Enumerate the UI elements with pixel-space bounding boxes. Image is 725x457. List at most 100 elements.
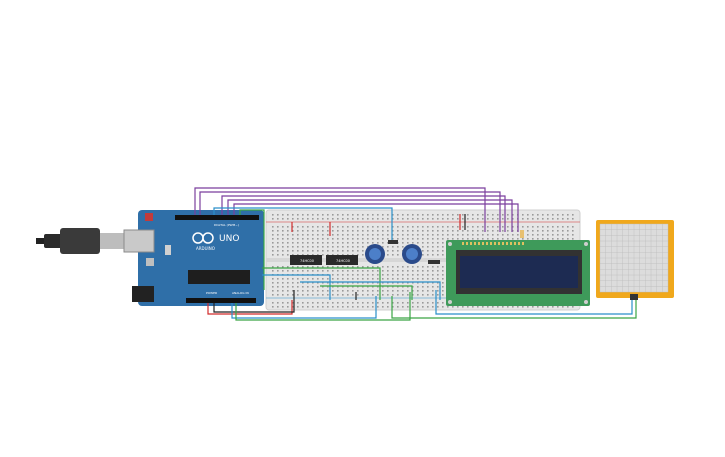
breadboard-hole bbox=[312, 278, 314, 280]
breadboard-hole bbox=[452, 218, 454, 220]
wire-green[interactable] bbox=[391, 296, 637, 319]
breadboard-hole bbox=[442, 250, 444, 252]
breadboard-hole bbox=[477, 230, 479, 232]
usb-cable-strain bbox=[44, 234, 62, 248]
wire-blue[interactable] bbox=[262, 274, 331, 300]
wire-blue[interactable] bbox=[300, 281, 441, 300]
breadboard-center-channel bbox=[266, 258, 580, 262]
wire-black[interactable] bbox=[213, 290, 295, 313]
breadboard-hole bbox=[402, 226, 404, 228]
breadboard-hole bbox=[322, 218, 324, 220]
chip-1[interactable]: 74HC00 bbox=[290, 255, 322, 265]
breadboard-hole bbox=[272, 278, 274, 280]
breadboard-hole bbox=[357, 274, 359, 276]
breadboard-hole bbox=[442, 226, 444, 228]
breadboard-hole bbox=[327, 266, 329, 268]
breadboard-hole bbox=[342, 238, 344, 240]
lcd-pin bbox=[518, 242, 520, 245]
arduino-uno[interactable]: ARDUINO UNO DIGITAL (PWM~) POWER ANALOG … bbox=[123, 210, 264, 306]
wire-blue[interactable] bbox=[231, 296, 377, 319]
breadboard-hole bbox=[367, 242, 369, 244]
breadboard-hole bbox=[482, 218, 484, 220]
breadboard-hole bbox=[412, 290, 414, 292]
breadboard-hole bbox=[327, 214, 329, 216]
breadboard-hole bbox=[287, 302, 289, 304]
breadboard-hole bbox=[432, 266, 434, 268]
sensor-module[interactable] bbox=[596, 220, 674, 300]
breadboard-hole bbox=[367, 226, 369, 228]
breadboard-hole bbox=[307, 302, 309, 304]
lcd-16x2[interactable] bbox=[446, 240, 590, 306]
breadboard-hole bbox=[417, 234, 419, 236]
breadboard-hole bbox=[352, 266, 354, 268]
breadboard-hole bbox=[382, 230, 384, 232]
breadboard-hole bbox=[272, 254, 274, 256]
breadboard-hole bbox=[302, 286, 304, 288]
breadboard-hole bbox=[382, 246, 384, 248]
potentiometer-1[interactable] bbox=[365, 244, 385, 264]
wire-green[interactable] bbox=[262, 267, 381, 300]
sensor-connector bbox=[630, 294, 638, 300]
breadboard-hole bbox=[292, 302, 294, 304]
wire-green[interactable] bbox=[235, 292, 411, 321]
breadboard-hole bbox=[327, 294, 329, 296]
breadboard-hole bbox=[447, 234, 449, 236]
breadboard-hole bbox=[392, 306, 394, 308]
breadboard-hole bbox=[372, 234, 374, 236]
wire-purple[interactable] bbox=[199, 191, 501, 232]
breadboard-hole bbox=[377, 302, 379, 304]
lcd-pin bbox=[522, 242, 524, 245]
wire-purple[interactable] bbox=[194, 187, 486, 232]
breadboard-hole bbox=[292, 306, 294, 308]
breadboard-hole bbox=[337, 270, 339, 272]
breadboard-hole bbox=[312, 242, 314, 244]
breadboard-hole bbox=[562, 218, 564, 220]
reset-button[interactable] bbox=[145, 213, 153, 221]
breadboard-hole bbox=[412, 242, 414, 244]
breadboard-hole bbox=[437, 214, 439, 216]
breadboard-hole bbox=[342, 234, 344, 236]
breadboard-hole bbox=[342, 302, 344, 304]
wire-green[interactable] bbox=[239, 209, 265, 290]
breadboard-hole bbox=[512, 230, 514, 232]
breadboard-hole bbox=[462, 214, 464, 216]
breadboard-hole bbox=[322, 226, 324, 228]
chip-2[interactable]: 74HC00 bbox=[326, 255, 358, 265]
breadboard-hole bbox=[397, 286, 399, 288]
breadboard-hole bbox=[372, 286, 374, 288]
breadboard-hole bbox=[362, 278, 364, 280]
wire-green[interactable] bbox=[320, 285, 413, 300]
breadboard-hole bbox=[307, 290, 309, 292]
breadboard-hole bbox=[402, 218, 404, 220]
breadboard-hole bbox=[292, 226, 294, 228]
breadboard-hole bbox=[482, 234, 484, 236]
breadboard-hole bbox=[447, 218, 449, 220]
breadboard-hole bbox=[357, 294, 359, 296]
wire-blue[interactable] bbox=[213, 207, 393, 240]
usb-cable[interactable] bbox=[36, 228, 126, 254]
breadboard-hole bbox=[302, 306, 304, 308]
breadboard-hole bbox=[422, 274, 424, 276]
breadboard-hole bbox=[482, 230, 484, 232]
wire-purple[interactable] bbox=[233, 203, 519, 232]
breadboard-hole bbox=[542, 218, 544, 220]
breadboard-hole bbox=[387, 306, 389, 308]
wire-red[interactable] bbox=[207, 300, 293, 315]
wire-purple[interactable] bbox=[221, 195, 506, 232]
potentiometer-2[interactable] bbox=[402, 244, 422, 264]
breadboard-hole bbox=[452, 238, 454, 240]
chip-label: 74HC00 bbox=[300, 259, 314, 263]
breadboard-hole bbox=[462, 218, 464, 220]
breadboard-hole bbox=[392, 290, 394, 292]
breadboard-hole bbox=[442, 254, 444, 256]
breadboard-hole bbox=[322, 278, 324, 280]
breadboard-hole bbox=[387, 242, 389, 244]
wire-blue[interactable] bbox=[435, 290, 633, 315]
breadboard-hole bbox=[492, 230, 494, 232]
breadboard-hole bbox=[412, 278, 414, 280]
breadboard-hole bbox=[272, 306, 274, 308]
breadboard-hole bbox=[487, 214, 489, 216]
breadboard-hole bbox=[562, 230, 564, 232]
breadboard-hole bbox=[427, 286, 429, 288]
